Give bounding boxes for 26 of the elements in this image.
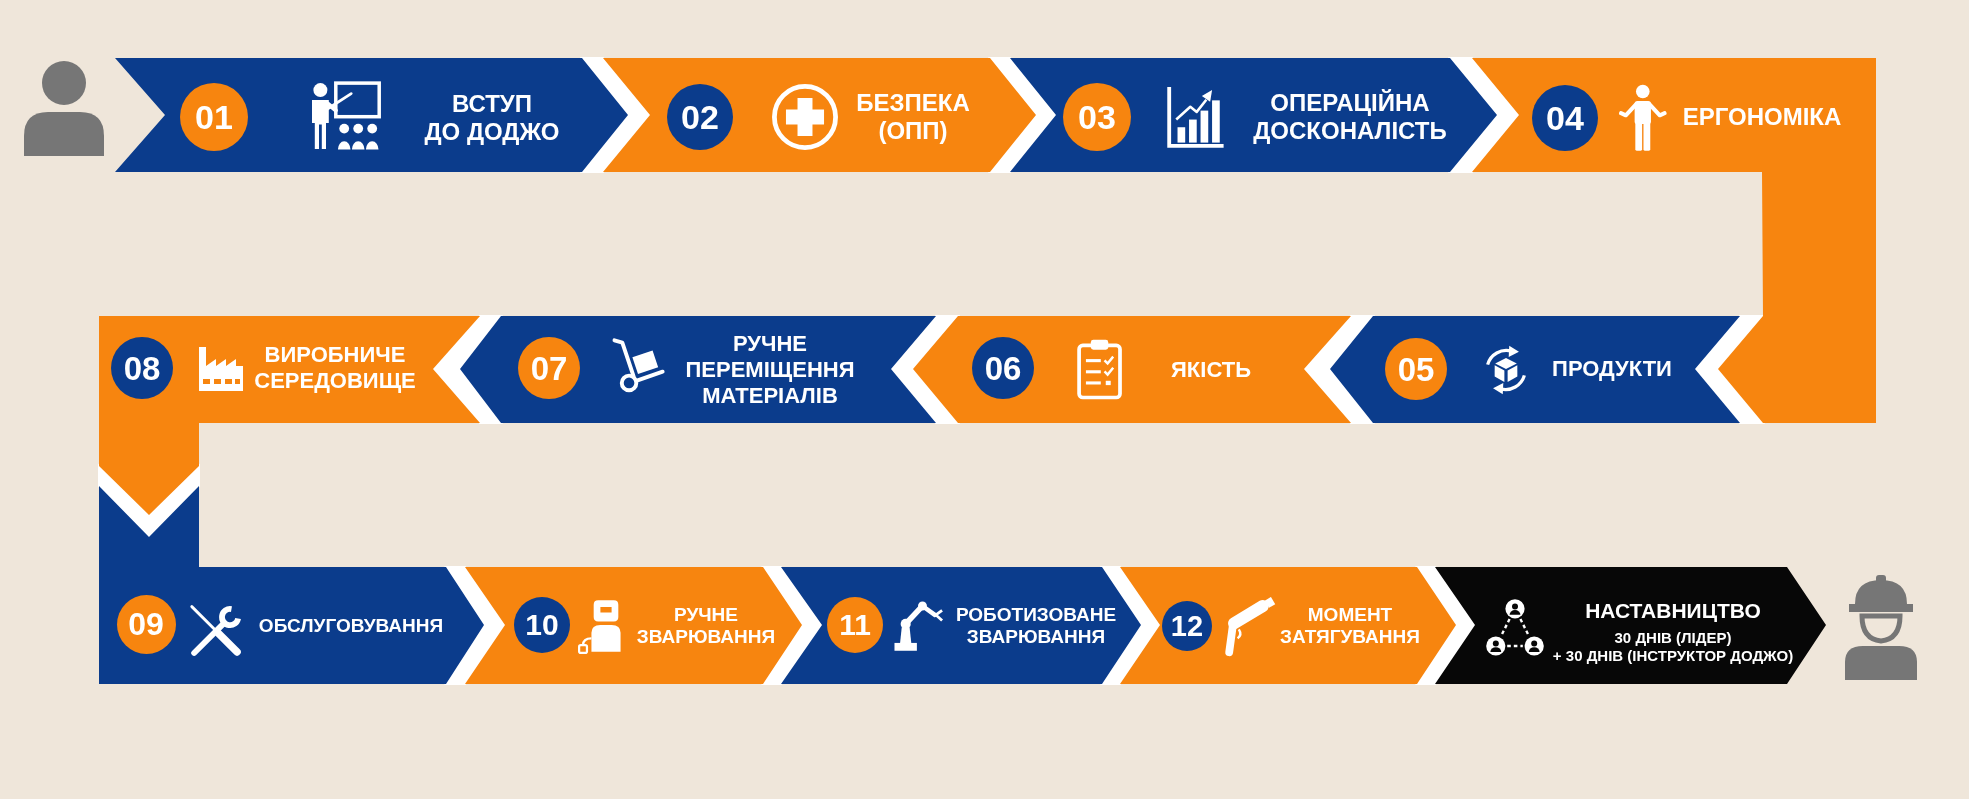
chevron-step [913,316,1351,423]
step-title: ОБСЛУГОВУВАННЯ [258,614,444,638]
step-title: ВИРОБНИЧЕ СЕРЕДОВИЩЕ [254,342,416,394]
chevron-step [115,58,628,172]
chevron-step [99,486,484,684]
step-title: МОМЕНТ ЗАТЯГУВАННЯ [1280,603,1420,649]
step-title: РОБОТИЗОВАНЕ ЗВАРЮВАННЯ [955,603,1117,649]
chevron-step [1330,316,1740,423]
chevron-step [781,567,1141,684]
chevron-step [603,58,1036,172]
step-note: 30 ДНІВ (ЛІДЕР) + 30 ДНІВ (ІНСТРУКТОР ДОДЖО) [1552,629,1794,665]
chevron-step [99,316,480,515]
chevron-step [1472,58,1876,423]
step-title: ВСТУП ДО ДОДЖО [424,89,560,147]
step-title: НАСТАВНИЦТВО [1585,598,1761,624]
step-title: ЯКІСТЬ [1171,357,1251,383]
chevron-step [460,316,936,423]
step-title: РУЧНЕ ЗВАРЮВАННЯ [636,603,776,649]
step-title: БЕЗПЕКА (ОПП) [856,88,970,146]
step-title: РУЧНЕ ПЕРЕМІЩЕННЯ МАТЕРІАЛІВ [685,331,855,409]
step-title: ОПЕРАЦІЙНА ДОСКОНАЛІСТЬ [1253,88,1447,146]
step-title: ЕРГОНОМІКА [1682,102,1842,132]
chevron-step [1120,567,1456,684]
step-title: ПРОДУКТИ [1552,356,1672,382]
chevron-step [1435,567,1826,684]
chevron-step [465,567,802,684]
